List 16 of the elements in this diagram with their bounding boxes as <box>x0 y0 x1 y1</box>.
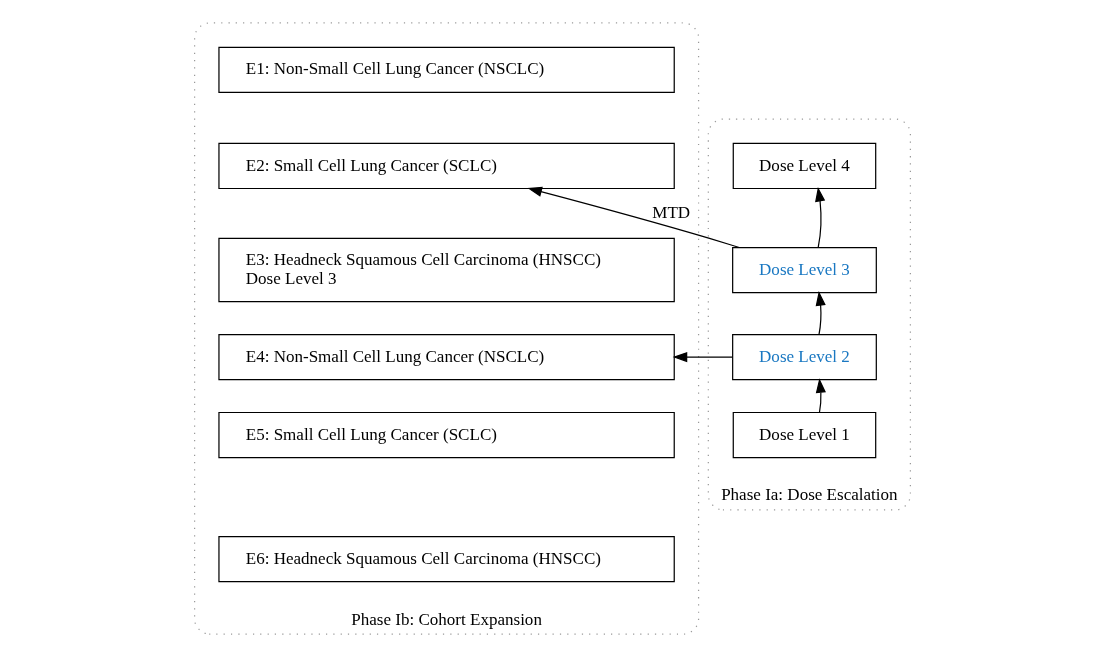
node-box: E2: Small Cell Lung Cancer (SCLC) <box>218 142 675 190</box>
node-box: E5: Small Cell Lung Cancer (SCLC) <box>218 411 675 459</box>
arrow <box>815 378 826 413</box>
arrow <box>527 186 740 249</box>
node-box: Dose Level 3 <box>732 246 877 294</box>
node-box: E6: Headneck Squamous Cell Carcinoma (HNSCC) <box>218 536 675 583</box>
arrow <box>815 186 826 248</box>
node-box: Dose Level 2 <box>732 333 877 381</box>
node-box: E3: Headneck Squamous Cell Carcinoma (HNSCC) Dose Level 3 <box>218 237 675 303</box>
arrow <box>672 352 733 363</box>
edge-label: MTD <box>652 202 691 222</box>
node-box: E4: Non-Small Cell Lung Cancer (NSCLC) <box>218 333 675 381</box>
node-box: E1: Non-Small Cell Lung Cancer (NSCLC) <box>218 46 675 93</box>
arrow <box>815 291 826 336</box>
node-box: Dose Level 1 <box>732 411 877 459</box>
node-box: Dose Level 4 <box>732 142 877 190</box>
